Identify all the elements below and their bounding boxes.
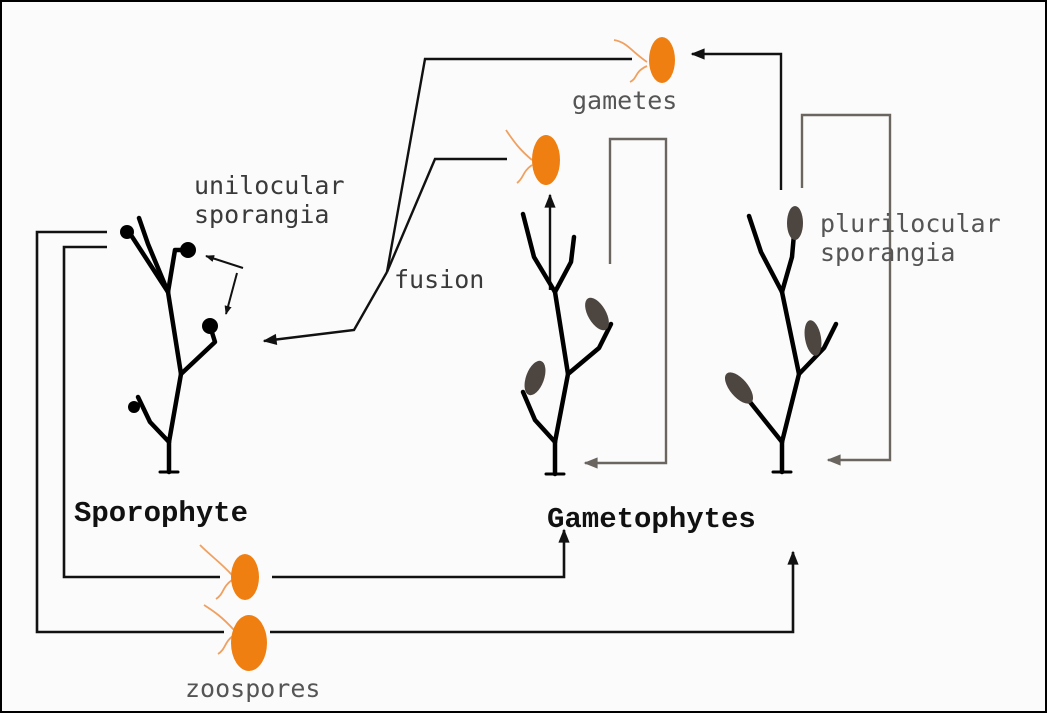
unilocular-pointer-arrow-up xyxy=(205,255,244,269)
inner-zoospore-line-left xyxy=(62,245,220,579)
left-gametophyte-recycle-arrow xyxy=(583,137,668,469)
gamete-cell-top-icon xyxy=(613,37,675,83)
zoospores-label: zoospores xyxy=(185,674,321,703)
unilocular-sporangia-icons xyxy=(120,225,218,413)
gamete-line-lower xyxy=(385,157,507,273)
gametophytes-title: Gametophytes xyxy=(547,503,756,536)
gametes-label: gametes xyxy=(572,86,678,115)
gametophyte-left-plant-icon xyxy=(520,211,614,477)
unilocular-pointer-arrow-down xyxy=(224,272,238,315)
right-gametophyte-recycle-arrow xyxy=(800,113,892,466)
gametophyte-right-plant-icon xyxy=(739,213,839,475)
unilocular-sporangia-label: unilocular sporangia xyxy=(194,171,345,229)
outer-zoospore-arrow xyxy=(270,550,799,634)
gamete-line-upper xyxy=(385,57,632,273)
inner-zoospore-arrow xyxy=(272,528,570,579)
fusion-to-sporophyte-arrow xyxy=(262,271,389,346)
sporophyte-plant-icon xyxy=(126,215,218,475)
fusion-label: fusion xyxy=(394,265,485,294)
plurilocular-to-gamete-arrow xyxy=(690,48,783,190)
outer-zoospore-line-left xyxy=(35,230,224,634)
zoospore-cell-upper-icon xyxy=(199,544,259,600)
gamete-cell-middle-icon xyxy=(505,129,560,185)
gametophyte-left-sporangia-icons xyxy=(524,297,609,396)
plurilocular-sporangia-label: plurilocular sporangia xyxy=(820,209,1001,267)
plurilocular-sporangia-icons xyxy=(724,206,822,404)
sporophyte-title: Sporophyte xyxy=(74,497,249,530)
zoospore-cell-lower-icon xyxy=(203,604,267,671)
